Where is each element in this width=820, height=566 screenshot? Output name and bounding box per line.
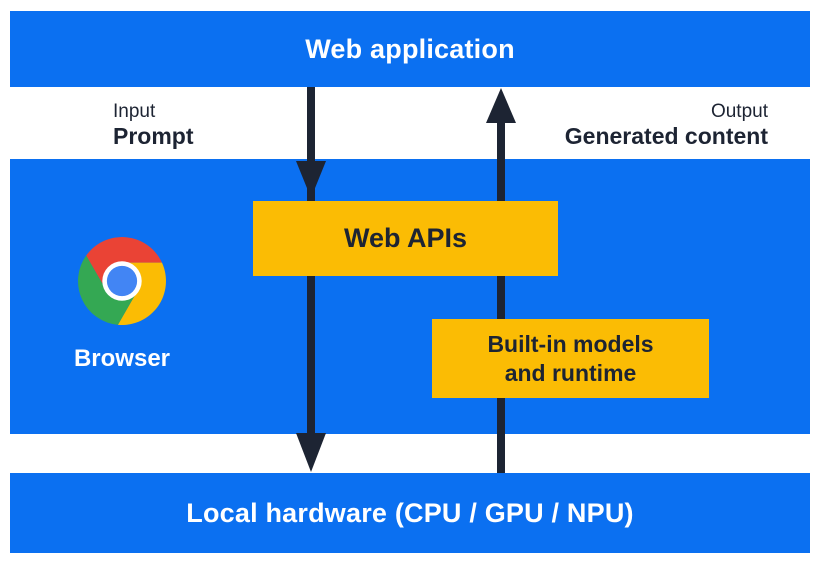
arrowhead-down-into-web-apis [296,161,326,198]
output-flow-arrow-line [497,118,505,473]
web-application-bar: Web application [10,11,810,87]
web-apis-label: Web APIs [343,223,468,253]
browser-label: Browser [73,345,171,372]
arrowhead-down-into-hardware [296,433,326,472]
output-value-generated-content: Generated content [564,123,768,149]
output-annotation: Output Generated content [565,100,768,149]
web-application-label: Web application [305,33,515,64]
chrome-logo-icon [78,237,166,325]
input-label: Input [113,101,156,122]
built-in-models-label-line2: and runtime [504,359,637,386]
input-value-prompt: Prompt [113,123,194,149]
output-label: Output [710,101,768,122]
input-annotation: Input Prompt [113,100,194,149]
built-in-models-box: Built-in models and runtime [432,319,709,398]
arrowhead-up-into-web-application [486,88,516,123]
local-hardware-bar: Local hardware (CPU / GPU / NPU) [10,473,810,553]
local-hardware-label: Local hardware (CPU / GPU / NPU) [186,497,634,528]
web-apis-box: Web APIs [253,201,558,276]
built-in-models-label-line1: Built-in models [487,330,654,357]
